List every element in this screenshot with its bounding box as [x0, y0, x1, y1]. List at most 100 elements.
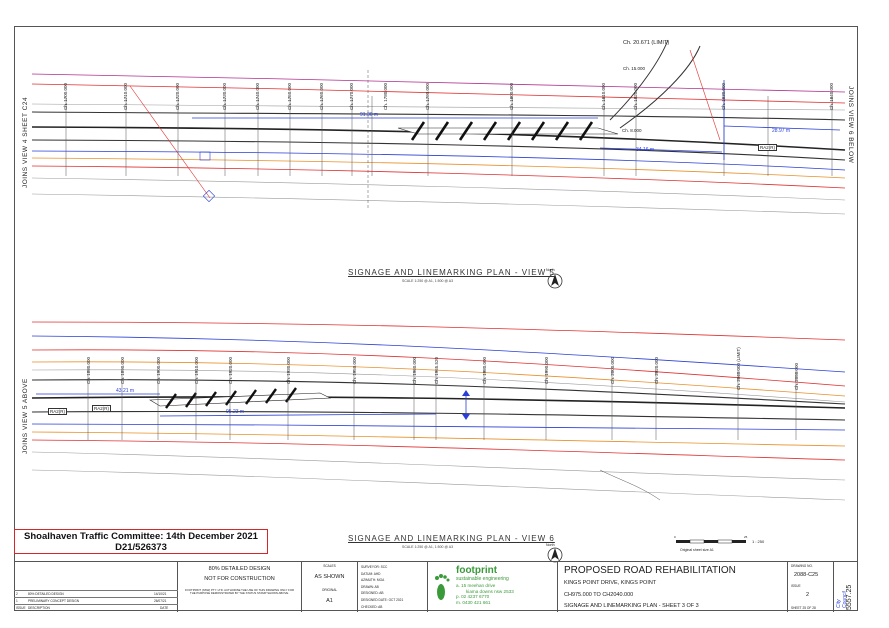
address-1: a. 15 meehan drive	[456, 583, 496, 588]
north-label-view5: North	[546, 268, 555, 272]
designed-date: DESIGNED DATE: OCT 2021	[361, 597, 404, 602]
view6-linework	[31, 321, 846, 501]
scalebar-tick: 0	[674, 535, 676, 539]
view6-chainage-label: Ch. 1880.000	[86, 356, 91, 384]
revision-table: 2 80% DETAILED DESIGN 14/10/21 1 PRELIMI…	[14, 562, 178, 612]
scales-block: SCALES AS SHOWN ORIGINAL A1	[302, 562, 358, 612]
rev-description: 80% DETAILED DESIGN	[28, 592, 64, 596]
council-number: 5557.25	[846, 584, 853, 610]
north-label-view6: North	[546, 543, 555, 547]
view5-dimension-3: 34.16 m	[636, 147, 655, 153]
sheet-number: SHEET 25 OF 28	[791, 606, 816, 610]
view5-linework	[31, 39, 846, 215]
view6-scale: SCALE 1:250 @ A1, 1:500 @ A3	[402, 545, 454, 549]
original-label: ORIGINAL	[321, 588, 338, 592]
drawing-no-label: DRAWING NO.	[791, 564, 813, 568]
view6-chainage-label: Ch. 1980.000	[482, 356, 487, 384]
view5-chainage-label: Ch. 1780.000	[383, 82, 388, 110]
scalebar-label: 1 : 250	[752, 539, 765, 544]
rev-issue: 1	[16, 599, 18, 603]
view5-chainage-label: Ch. 1810.000	[601, 82, 606, 110]
view5-chainage-label: Ch. 1820.000	[633, 82, 638, 110]
view6-chainage-label: Ch. 1910.000	[194, 356, 199, 384]
view5-sign-ra2: RA2(R)	[758, 144, 778, 151]
rev-header-description: DESCRIPTION	[28, 606, 50, 610]
view6-chainage-label: Ch. 2020.000	[654, 356, 659, 384]
view6-chainage-label: Ch. 1990.000	[544, 356, 549, 384]
view5-dimension-2: 28.97 m	[772, 128, 791, 134]
north-arrow-view5	[547, 273, 563, 289]
project-title: PROPOSED ROAD REHABILITATION	[564, 565, 736, 576]
designed: DESIGNED: AB	[361, 591, 384, 596]
project-location: KINGS POINT DRIVE, KINGS POINT	[564, 580, 657, 586]
rev-description: PRELIMINARY CONCEPT DESIGN	[28, 599, 80, 603]
stamp-line-2: D21/526373	[115, 542, 167, 553]
datum: DATUM: AHD	[361, 571, 381, 576]
surveyor: SURVEYOR: SCC	[361, 565, 388, 569]
rev-date: 26/07/21	[154, 599, 167, 603]
view5-chainage-label: Ch. 1790.000	[425, 82, 430, 110]
company-block: footprint sustainable engineering a. 15 …	[428, 562, 558, 612]
azimuth: AZIMUTH: MGA	[361, 578, 385, 583]
view6-chainage-label: Ch. 1900.000	[156, 356, 161, 384]
view6-chainage-label: Ch. 1965.520	[434, 356, 439, 384]
view5-chainage-label: Ch. 1770.000	[349, 82, 354, 110]
company-sub: sustainable engineering	[456, 576, 509, 582]
scales-label: SCALES	[323, 564, 336, 568]
sheet-title: SIGNAGE AND LINEMARKING PLAN - SHEET 3 O…	[564, 603, 699, 609]
view6-chainage-label: Ch. 2050.000	[794, 362, 799, 390]
status-line-1: 80% DETAILED DESIGN	[208, 566, 271, 572]
view6-chainage-label: Ch. 2040.000 (LIMIT)	[736, 347, 741, 390]
address-2: kiama downs nsw 2533	[466, 588, 514, 594]
original-value: A1	[326, 598, 333, 604]
view6-chainage-ticks	[87, 370, 797, 440]
view6-title: SIGNAGE AND LINEMARKING PLAN - VIEW 6	[348, 534, 555, 543]
view5-chainage-label: Ch. 1700.000	[63, 82, 68, 110]
rev-header-date: DATE	[160, 606, 169, 610]
view6-chainage-label: Ch. 1960.000	[412, 356, 417, 384]
rev-date: 14/10/21	[154, 592, 167, 596]
company-name: footprint	[456, 565, 498, 576]
drawing-sheet-border	[14, 26, 858, 611]
scales-value: AS SHOWN	[314, 574, 345, 580]
issue-label: ISSUE	[791, 584, 801, 588]
status-block: 80% DETAILED DESIGN NOT FOR CONSTRUCTION…	[178, 562, 302, 612]
scalebar-tick: 25	[744, 535, 748, 539]
view5-chainage-15: Ch. 15.000	[623, 66, 646, 71]
view5-chainage-label: Ch. 1830.000	[721, 82, 726, 110]
traffic-committee-stamp: Shoalhaven Traffic Committee: 14th Decem…	[14, 529, 268, 554]
title-block: 2 80% DETAILED DESIGN 14/10/21 1 PRELIMI…	[14, 561, 858, 612]
view6-chainage-label: Ch. 1930.000	[286, 356, 291, 384]
scale-bar	[676, 539, 746, 544]
view5-dimension-1: 91.30 m	[360, 112, 379, 118]
view5-chainage-label: Ch. 1840.000	[829, 82, 834, 110]
project-chainage: CH975.000 TO CH2040.000	[564, 592, 634, 598]
view6-joins-left: JOINS VIEW 5 ABOVE	[22, 378, 29, 454]
footprint-logo-icon	[435, 574, 450, 600]
issue-value: 2	[806, 592, 810, 598]
mobile: m. 0430 421 661	[456, 599, 491, 605]
stamp-line-1: Shoalhaven Traffic Committee: 14th Decem…	[24, 531, 258, 542]
scalebar-note: Original sheet size A1	[680, 548, 714, 552]
view5-chainage-label: Ch. 1720.000	[175, 82, 180, 110]
view5-chainage-label: Ch. 1740.000	[255, 82, 260, 110]
rev-header-issue: ISSUE	[16, 606, 26, 610]
drawing-no: 2088-C25	[794, 572, 819, 578]
view6-chainage-label: Ch. 1890.000	[120, 356, 125, 384]
view5-joins-right: JOINS VIEW 6 BELOW	[847, 86, 854, 164]
drawn: DRAWN: AB	[361, 584, 379, 589]
view5-chainage-label: Ch. 1710.000	[123, 82, 128, 110]
view6-chainage-label: Ch. 1920.000	[228, 356, 233, 384]
view5-chainage-label: Ch. 1730.000	[222, 82, 227, 110]
drawing-number-block: DRAWING NO. 2088-C25 ISSUE 2 SHEET 25 OF…	[788, 562, 834, 612]
view6-dimension-2: 95.23 m	[226, 409, 245, 415]
view5-joins-left: JOINS VIEW 4 SHEET C24	[22, 96, 29, 188]
phone: p. 02 4237 6770	[456, 594, 490, 599]
north-arrow-view6	[547, 547, 563, 563]
status-line-2: NOT FOR CONSTRUCTION	[204, 576, 275, 582]
view5-chainage-label: Ch. 1750.000	[287, 82, 292, 110]
view6-dimension-1: 43.21 m	[116, 388, 135, 394]
view5-chainage-label: Ch. 1800.000	[509, 82, 514, 110]
disclaimer: FOOTPRINT (NSW) PTY. LTD. AUTHORISE THE …	[184, 588, 295, 596]
